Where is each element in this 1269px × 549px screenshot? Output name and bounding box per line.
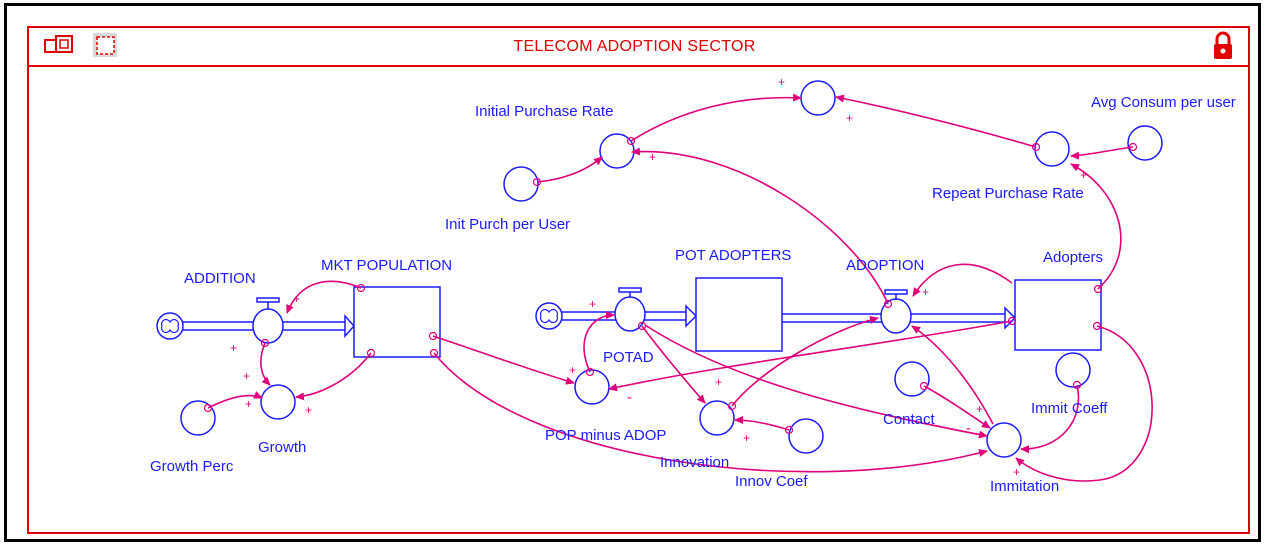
svg-text:+: + bbox=[589, 297, 596, 311]
svg-text:+: + bbox=[922, 285, 929, 299]
stock-pot-adopters[interactable] bbox=[695, 277, 783, 352]
converter-immitation[interactable] bbox=[986, 422, 1022, 458]
svg-text:+: + bbox=[1013, 465, 1020, 479]
svg-text:+: + bbox=[1080, 168, 1087, 182]
connectors bbox=[207, 93, 1153, 482]
stock-mkt-population[interactable] bbox=[353, 286, 441, 358]
flow-valve-addition[interactable] bbox=[252, 297, 284, 344]
flow-valve-potad[interactable] bbox=[614, 287, 646, 332]
svg-text:+: + bbox=[778, 75, 785, 89]
label-innovation: Innovation bbox=[660, 454, 729, 471]
svg-text:+: + bbox=[715, 375, 722, 389]
label-init-purch-per-user: Init Purch per User bbox=[445, 216, 570, 233]
sector-title: TELECOM ADOPTION SECTOR bbox=[513, 38, 756, 55]
svg-text:+: + bbox=[243, 369, 250, 383]
converter-growth-perc[interactable] bbox=[180, 400, 216, 436]
connector-origins bbox=[203, 136, 1138, 435]
converter-init-purch-per-user[interactable] bbox=[503, 166, 539, 202]
label-growth-perc: Growth Perc bbox=[150, 458, 234, 475]
label-addition: ADDITION bbox=[184, 270, 256, 287]
svg-text:+: + bbox=[846, 111, 853, 125]
source-cloud-addition bbox=[156, 312, 184, 340]
label-innov-coef: Innov Coef bbox=[735, 473, 808, 490]
label-potad: POTAD bbox=[603, 349, 654, 366]
stock-flow-icon[interactable] bbox=[44, 35, 73, 53]
converter-immit-coeff[interactable] bbox=[1055, 352, 1091, 388]
svg-text:+: + bbox=[649, 150, 656, 164]
svg-text:+: + bbox=[976, 402, 983, 416]
source-cloud-potad bbox=[535, 302, 563, 330]
converter-avg-consum-per-user[interactable] bbox=[1127, 125, 1163, 161]
sector-title-bar bbox=[27, 26, 1250, 67]
converter-growth[interactable] bbox=[260, 384, 296, 420]
svg-text:-: - bbox=[627, 389, 632, 406]
converter-innov-coef[interactable] bbox=[788, 418, 824, 454]
svg-text:+: + bbox=[230, 341, 237, 355]
svg-text:+: + bbox=[305, 403, 312, 417]
stock-adopters[interactable] bbox=[1014, 279, 1102, 351]
converter-repeat-purchase-rate[interactable] bbox=[1034, 131, 1070, 167]
label-initial-purchase-rate: Initial Purchase Rate bbox=[475, 103, 613, 120]
converter-contact[interactable] bbox=[894, 361, 930, 397]
flow-valve-adoption[interactable] bbox=[880, 289, 912, 334]
svg-text:+: + bbox=[743, 431, 750, 445]
label-growth: Growth bbox=[258, 439, 306, 456]
svg-text:+: + bbox=[245, 397, 252, 411]
diagram-labels: Initial Purchase Rate Avg Consum per use… bbox=[150, 94, 1236, 495]
label-pop-minus-adop: POP minus ADOP bbox=[545, 427, 666, 444]
converter-initial-purchase-rate[interactable] bbox=[599, 133, 635, 169]
label-immitation: Immitation bbox=[990, 478, 1059, 495]
polarity-signs: + + + + + + + + + + + + + + + + - - bbox=[230, 75, 1087, 479]
label-avg-consum-per-user: Avg Consum per user bbox=[1091, 94, 1236, 111]
converter-unnamed-top[interactable] bbox=[800, 80, 836, 116]
label-adoption: ADOPTION bbox=[846, 257, 924, 274]
label-pot-adopters: POT ADOPTERS bbox=[675, 247, 791, 264]
dashed-square-icon[interactable] bbox=[93, 33, 117, 57]
label-contact: Contact bbox=[883, 411, 936, 428]
label-repeat-purchase-rate: Repeat Purchase Rate bbox=[932, 185, 1084, 202]
label-immit-coeff: Immit Coeff bbox=[1031, 400, 1108, 417]
svg-text:-: - bbox=[966, 420, 971, 437]
converter-innovation[interactable] bbox=[699, 400, 735, 436]
svg-text:+: + bbox=[293, 292, 300, 306]
label-adopters: Adopters bbox=[1043, 249, 1103, 266]
lock-icon[interactable] bbox=[1214, 31, 1232, 59]
svg-text:+: + bbox=[569, 363, 576, 377]
label-mkt-population: MKT POPULATION bbox=[321, 257, 452, 274]
